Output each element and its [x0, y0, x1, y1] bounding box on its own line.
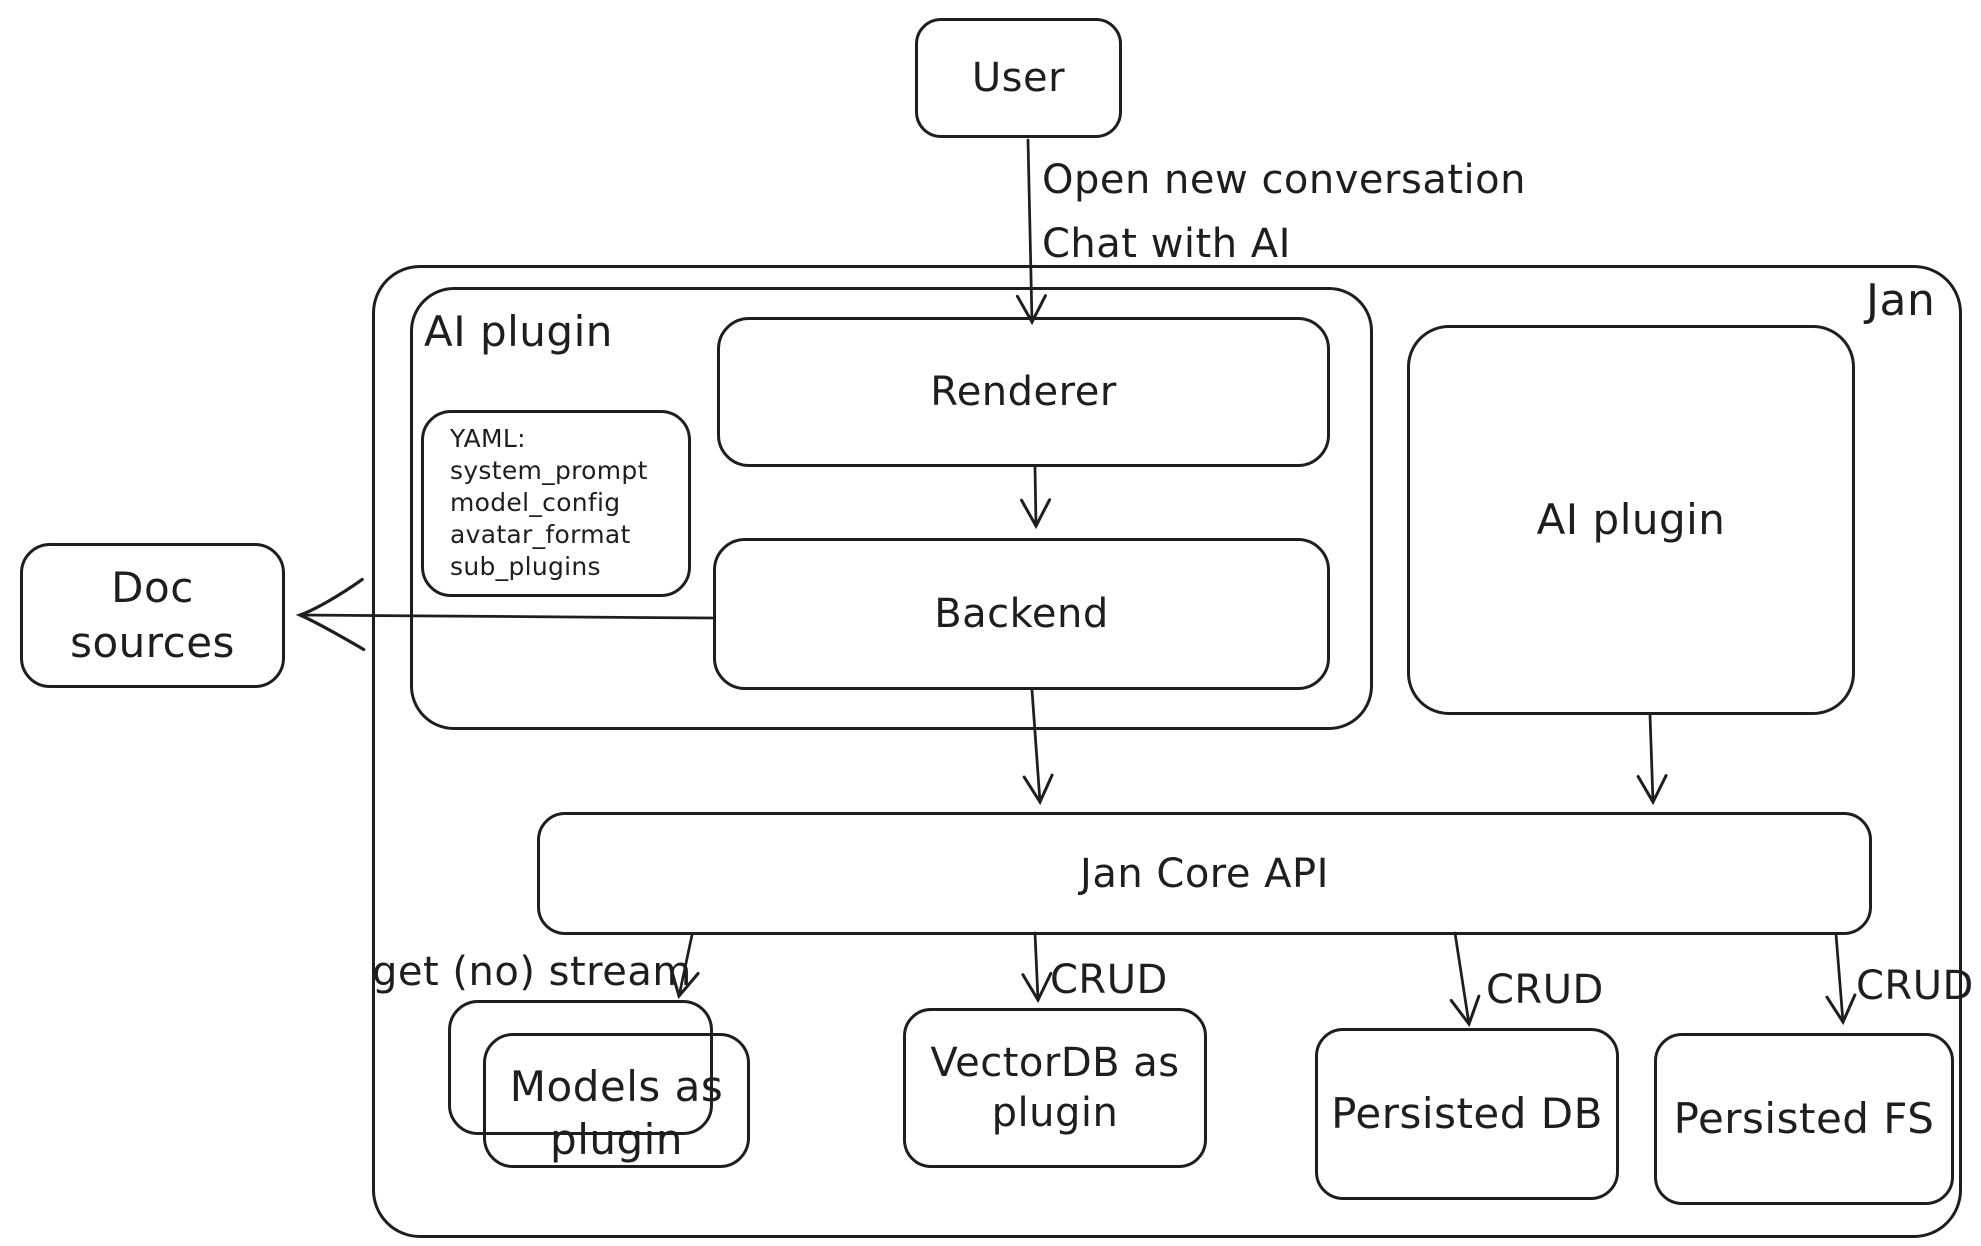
node-persisted-fs-label: Persisted FS	[1673, 1093, 1935, 1143]
node-ai-plugin-right: AI plugin	[1407, 325, 1855, 715]
container-jan-label: Jan	[1866, 275, 1936, 326]
node-backend: Backend	[713, 538, 1330, 690]
note-yaml-config: YAML: system_prompt model_config avatar_…	[421, 410, 691, 597]
node-renderer-label: Renderer	[930, 369, 1117, 415]
edge-label-crud-persisted-db: CRUD	[1486, 967, 1604, 1013]
node-models-as-plugin-label: Models as plugin	[509, 1062, 724, 1164]
node-jan-core-api: Jan Core API	[537, 812, 1872, 935]
node-doc-sources-label: Doc sources	[70, 562, 235, 667]
node-user: User	[915, 18, 1122, 138]
node-vectordb-as-plugin: VectorDB as plugin	[903, 1008, 1207, 1168]
node-models-as-plugin-back	[448, 1000, 713, 1135]
node-renderer: Renderer	[717, 317, 1330, 467]
node-doc-sources: Doc sources	[20, 543, 285, 688]
node-vectordb-as-plugin-label: VectorDB as plugin	[930, 1040, 1180, 1136]
edge-label-crud-vectordb: CRUD	[1050, 957, 1168, 1003]
node-jan-core-api-label: Jan Core API	[1080, 850, 1329, 897]
node-backend-label: Backend	[934, 591, 1109, 637]
node-persisted-fs: Persisted FS	[1654, 1033, 1954, 1205]
node-ai-plugin-right-label: AI plugin	[1536, 494, 1726, 544]
container-ai-plugin-label: AI plugin	[424, 307, 613, 356]
edge-label-user-flow: Open new conversation Chat with AI	[1042, 157, 1526, 267]
node-user-label: User	[971, 55, 1066, 101]
edge-label-crud-persisted-fs: CRUD	[1856, 963, 1974, 1009]
node-models-as-plugin: Models as plugin	[483, 1033, 750, 1168]
node-persisted-db: Persisted DB	[1315, 1028, 1619, 1200]
edge-label-get-no-stream: get (no) stream	[372, 949, 692, 995]
node-persisted-db-label: Persisted DB	[1331, 1088, 1603, 1138]
container-jan	[372, 265, 1962, 1238]
container-ai-plugin	[410, 287, 1373, 730]
